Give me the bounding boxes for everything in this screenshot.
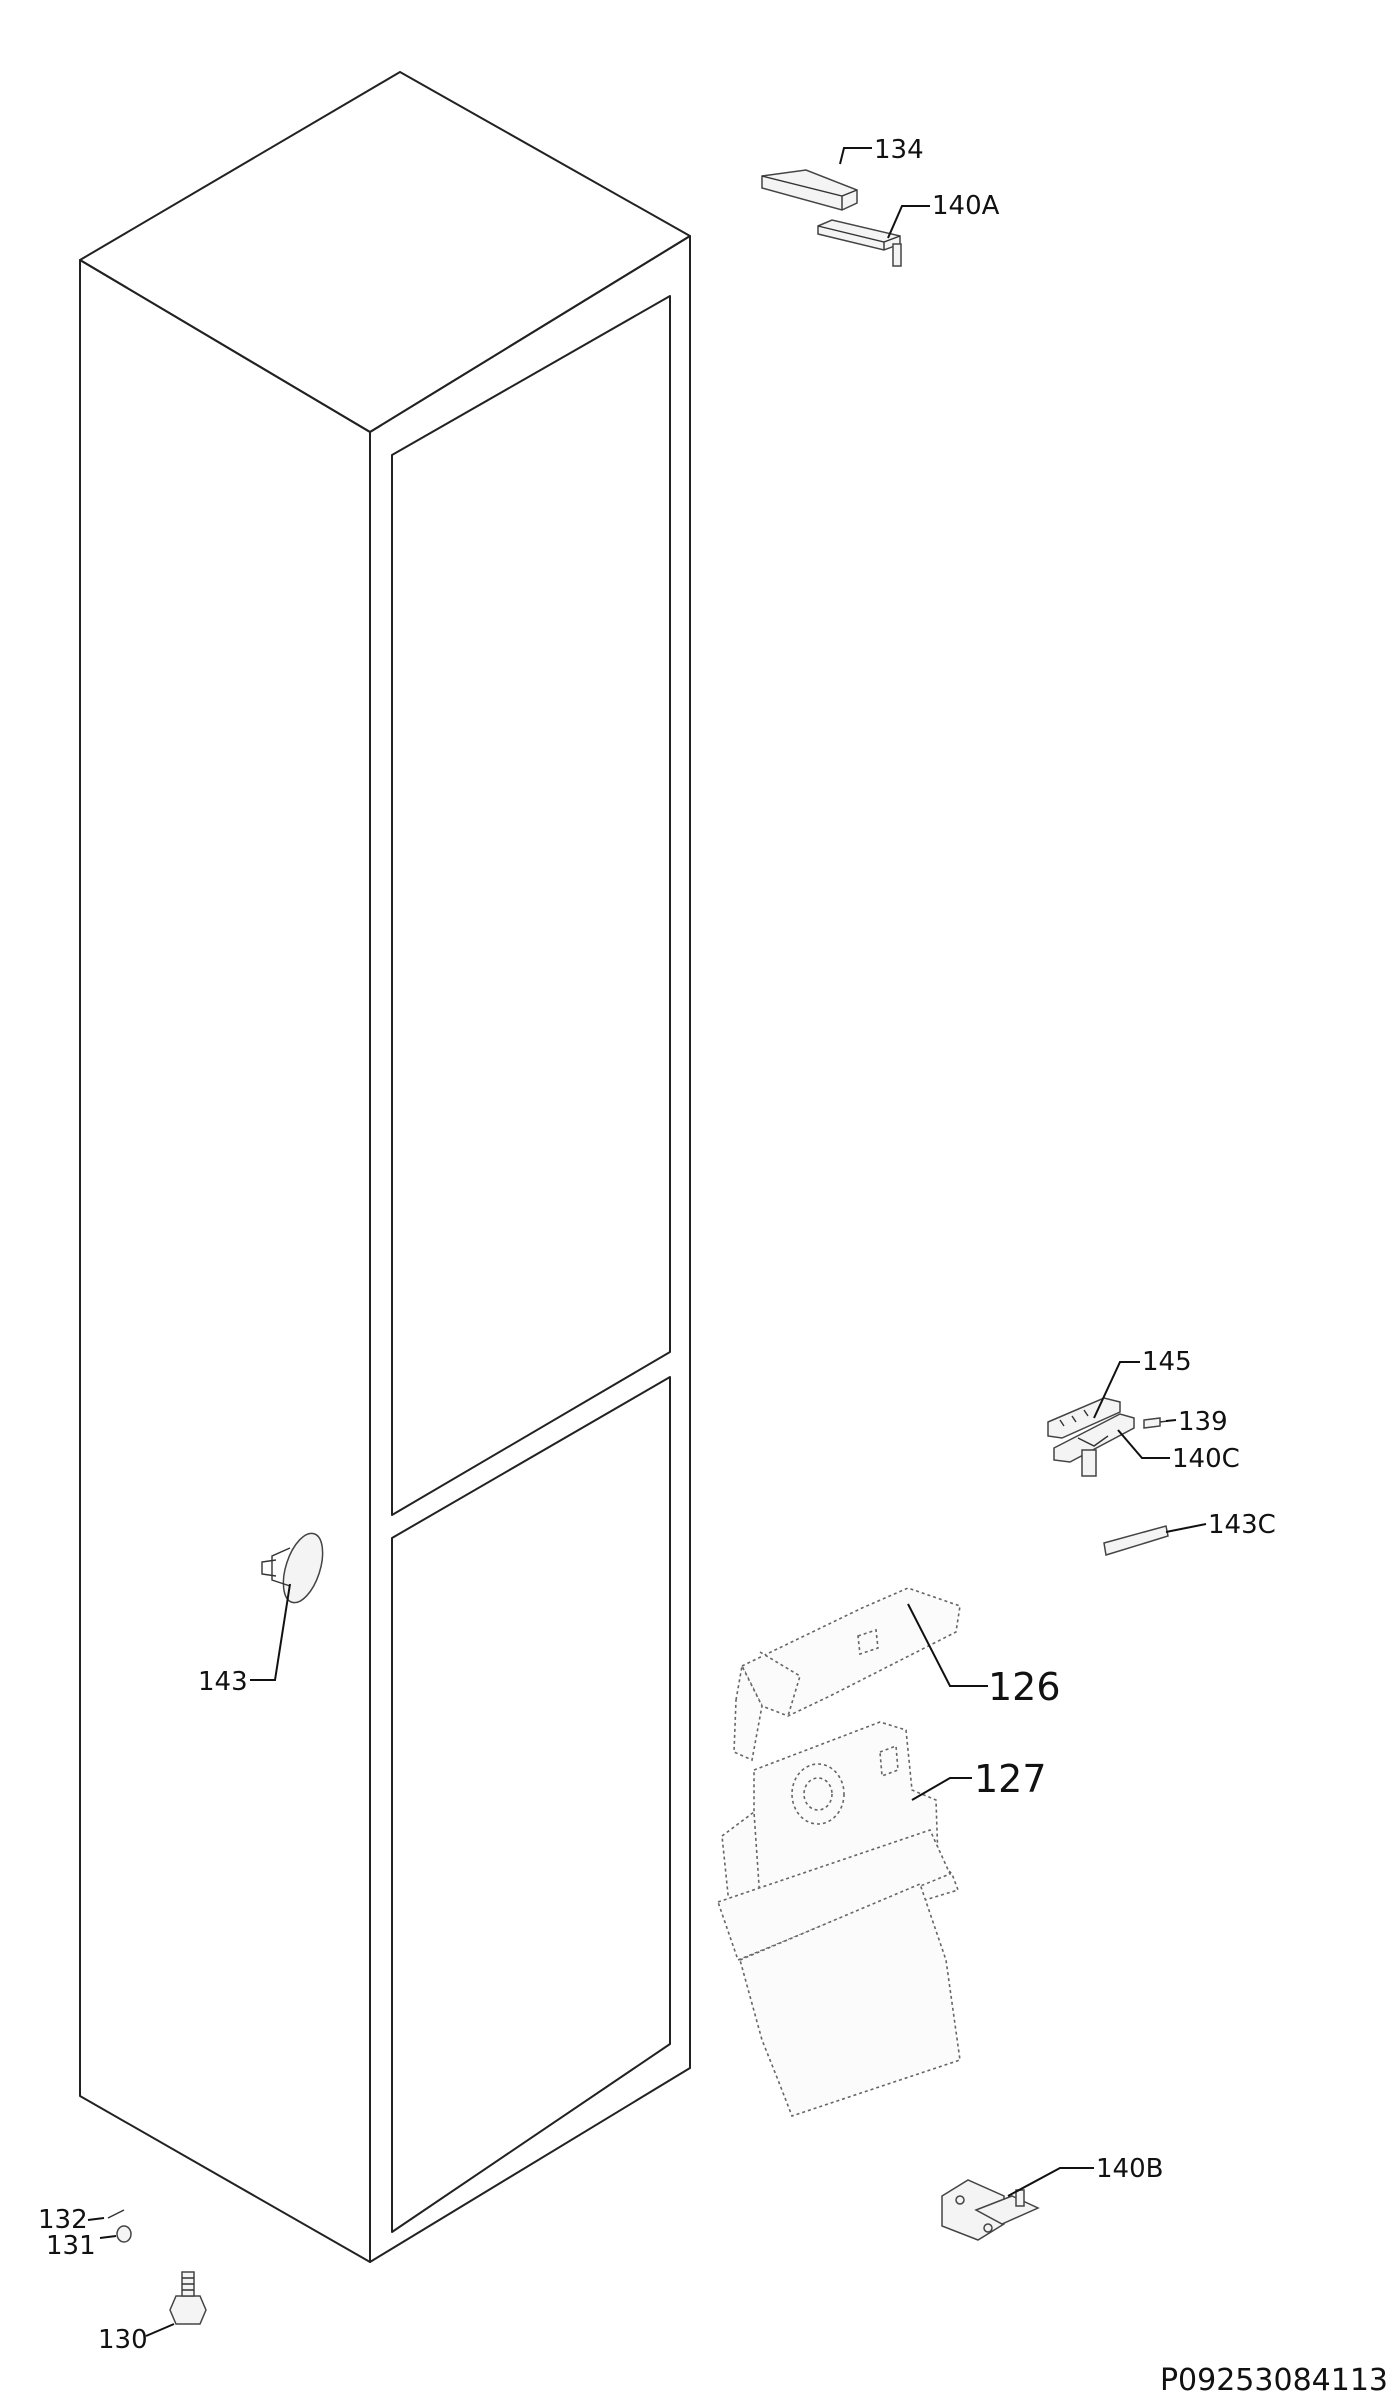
lower-door-panel (391, 1376, 671, 2233)
label-134: 134 (874, 135, 924, 165)
label-140C: 140C (1172, 1444, 1240, 1474)
bottom-hinge-140B (941, 2179, 1040, 2241)
label-130: 130 (98, 2325, 148, 2355)
cabinet-side-face (79, 259, 371, 2263)
middle-hinge-140C (1053, 1413, 1135, 1477)
label-131: 131 (46, 2231, 96, 2261)
label-139: 139 (1178, 1407, 1228, 1437)
door-knob-part (261, 1532, 324, 1604)
strip-143C (1103, 1525, 1169, 1556)
label-143C: 143C (1208, 1510, 1276, 1540)
label-126: 126 (988, 1665, 1061, 1709)
refrigerator-cabinet (79, 71, 691, 2263)
cabinet-front-face (369, 235, 691, 2263)
pin-132 (107, 2209, 125, 2219)
upper-door-panel (391, 295, 671, 1516)
label-140B: 140B (1096, 2154, 1163, 2184)
screw-139 (1143, 1417, 1169, 1429)
top-hinge-140A (817, 219, 902, 267)
label-143: 143 (198, 1667, 248, 1697)
washer-131 (116, 2225, 132, 2243)
label-127: 127 (974, 1757, 1047, 1801)
document-id: P09253084113 (1160, 2363, 1388, 2398)
leader-lines (87, 147, 1207, 2337)
bracket-127 (716, 1721, 961, 2117)
cabinet-top-face (79, 71, 691, 433)
label-145: 145 (1142, 1347, 1192, 1377)
hinge-cover-134 (761, 169, 858, 211)
bracket-cover-126 (733, 1587, 961, 1762)
adjustable-foot-130 (169, 2271, 207, 2325)
label-132: 132 (38, 2205, 88, 2235)
label-140A: 140A (932, 191, 1000, 221)
